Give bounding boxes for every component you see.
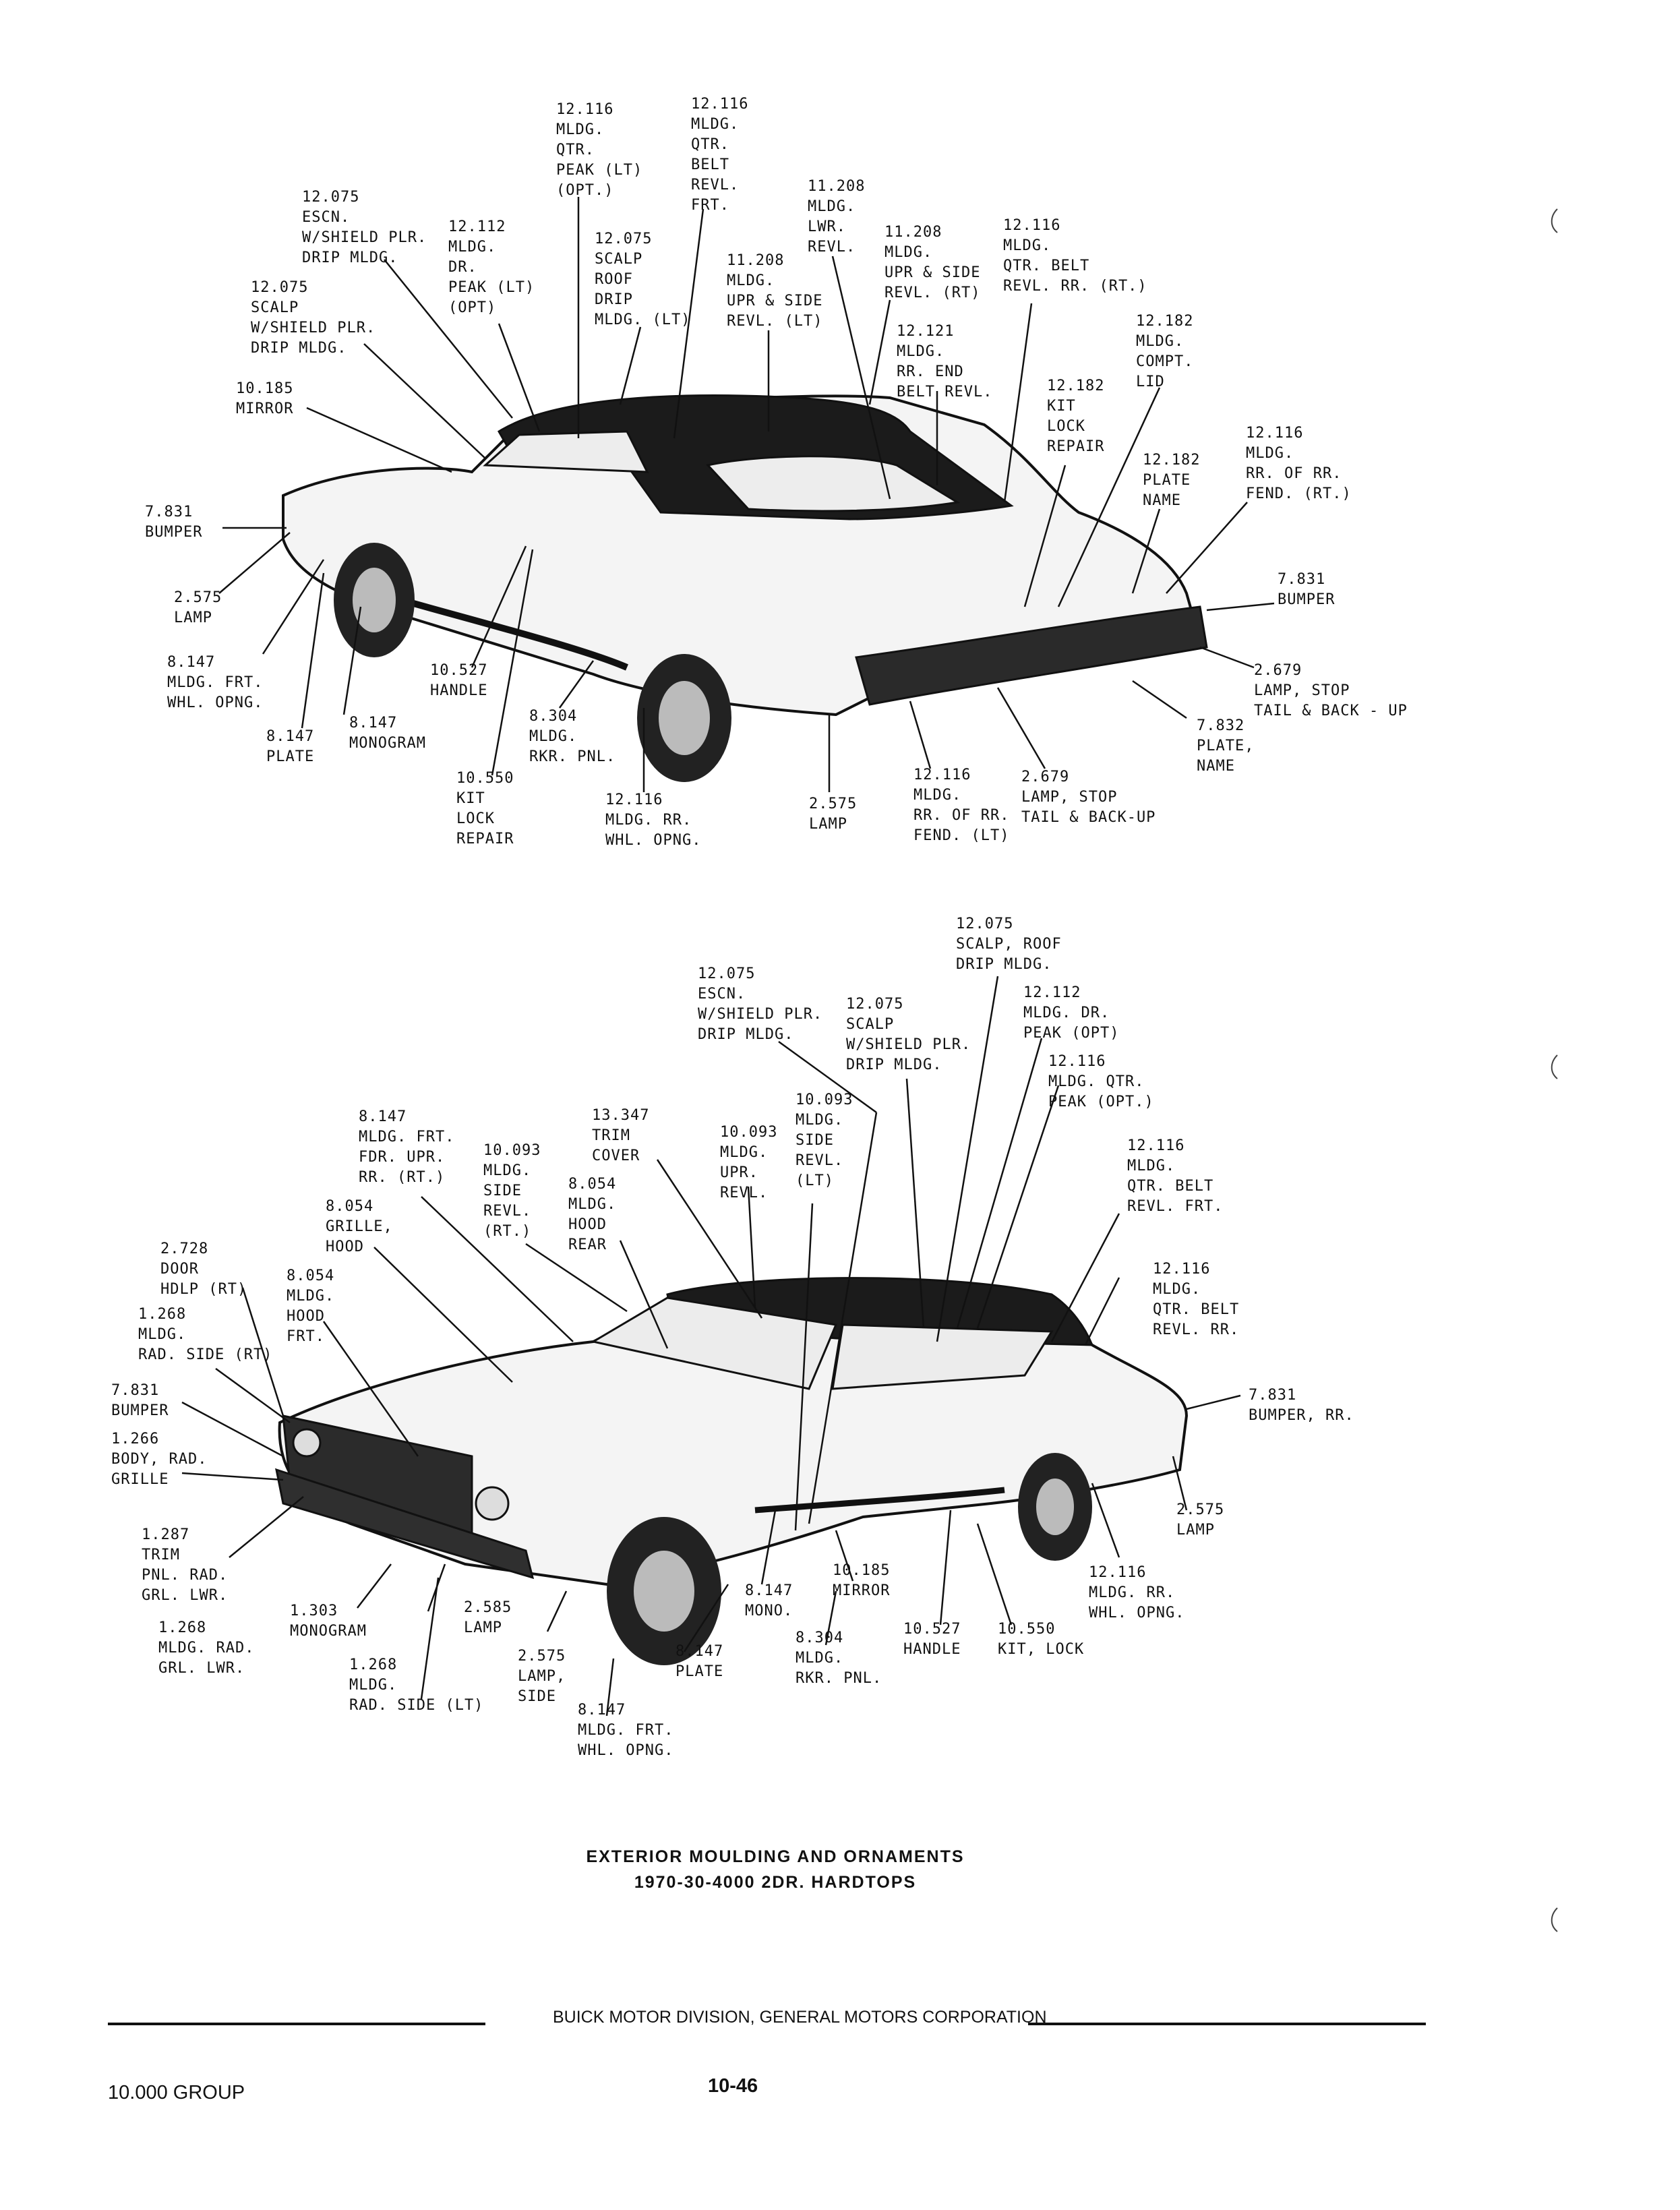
- callout-label: 8.054 GRILLE, HOOD: [326, 1198, 393, 1255]
- callout-label: 8.054 MLDG. HOOD REAR: [568, 1176, 617, 1253]
- callout-label: 10.550 KIT, LOCK: [998, 1621, 1085, 1658]
- callout-label: 11.208 MLDG. LWR. REVL.: [808, 178, 866, 256]
- callout-label: 12.075 SCALP ROOF DRIP MLDG. (LT): [595, 231, 691, 328]
- callout-label: 1.268 MLDG. RAD. SIDE (LT): [349, 1656, 484, 1714]
- callout-label: 7.832 PLATE, NAME: [1197, 717, 1255, 775]
- top-car-illustration: [282, 394, 1208, 782]
- callout-label: 12.112 MLDG. DR. PEAK (OPT): [1023, 984, 1120, 1042]
- callout-label: 12.116 MLDG. QTR. BELT REVL. FRT.: [691, 96, 749, 214]
- callout-label: 10.527 HANDLE: [903, 1621, 961, 1658]
- callout-label: 1.266 BODY, RAD. GRILLE: [111, 1431, 208, 1488]
- top-car-rocker: [376, 590, 628, 671]
- bottom-car-illustration: [275, 1277, 1189, 1665]
- bottom-car-windshield: [590, 1296, 838, 1390]
- callout-label: 2.575 LAMP, SIDE: [518, 1648, 566, 1705]
- callout-label: 12.182 KIT LOCK REPAIR: [1047, 378, 1105, 455]
- callout-label: 11.208 MLDG. UPR & SIDE REVL. (LT): [727, 252, 823, 330]
- callout-label: 7.831 BUMPER: [111, 1382, 169, 1419]
- callout-label: 12.116 MLDG. QTR. PEAK (LT) (OPT.): [556, 101, 643, 199]
- callout-label: 13.347 TRIM COVER: [592, 1107, 650, 1164]
- callout-label: 12.116 MLDG. QTR. BELT REVL. RR.: [1153, 1261, 1240, 1338]
- callout-label: 10.093 MLDG. SIDE REVL. (LT): [796, 1092, 853, 1189]
- callout-label: 10.185 MIRROR: [236, 380, 294, 417]
- callout-label: 10.527 HANDLE: [430, 662, 488, 699]
- footer-page-number: 10-46: [708, 2075, 758, 2097]
- callout-label: 1.268 MLDG. RAD. GRL. LWR.: [158, 1619, 255, 1677]
- callout-label: 11.208 MLDG. UPR & SIDE REVL. (RT): [884, 224, 981, 301]
- callout-label: 7.831 BUMPER: [145, 504, 203, 541]
- callout-label: 10.185 MIRROR: [833, 1562, 891, 1599]
- callout-label: 12.112 MLDG. DR. PEAK (LT) (OPT): [448, 218, 535, 316]
- figure-caption-line2: 1970-30-4000 2DR. HARDTOPS: [634, 1873, 917, 1892]
- callout-label: 8.147 PLATE: [676, 1643, 724, 1680]
- callout-label: 12.116 MLDG. QTR. BELT REVL. RR. (RT.): [1003, 217, 1147, 295]
- callout-label: 12.116 MLDG. QTR. PEAK (OPT.): [1048, 1053, 1154, 1110]
- callout-label: 8.304 MLDG. RKR. PNL.: [529, 708, 616, 765]
- callout-label: 12.116 MLDG. RR. OF RR. FEND. (LT): [913, 767, 1010, 844]
- footer-rule-left: [108, 2023, 485, 2025]
- callout-label: 8.147 MLDG. FRT. FDR. UPR. RR. (RT.): [359, 1108, 455, 1186]
- callout-label: 12.116 MLDG. RR. WHL. OPNG.: [605, 792, 702, 849]
- callout-label: 12.075 SCALP W/SHIELD PLR. DRIP MLDG.: [251, 279, 376, 357]
- callout-label: 2.679 LAMP, STOP TAIL & BACK-UP: [1021, 769, 1156, 826]
- callout-label: 12.116 MLDG. RR. WHL. OPNG.: [1089, 1564, 1185, 1621]
- callout-label: 2.575 LAMP: [1176, 1501, 1225, 1539]
- callout-label: 12.182 PLATE NAME: [1143, 452, 1201, 509]
- callout-label: 12.075 SCALP W/SHIELD PLR. DRIP MLDG.: [846, 996, 971, 1073]
- callout-label: 12.116 MLDG. RR. OF RR. FEND. (RT.): [1246, 425, 1352, 502]
- callout-label: 12.075 SCALP, ROOF DRIP MLDG.: [956, 916, 1062, 973]
- callout-label: 7.831 BUMPER: [1278, 571, 1336, 608]
- callout-label: 2.679 LAMP, STOP TAIL & BACK - UP: [1254, 662, 1408, 719]
- callout-label: 12.116 MLDG. QTR. BELT REVL. FRT.: [1127, 1137, 1224, 1215]
- callout-label: 12.121 MLDG. RR. END BELT REVL.: [897, 323, 993, 400]
- figure-caption-line1: EXTERIOR MOULDING AND ORNAMENTS: [586, 1847, 965, 1866]
- top-leader-lines: [218, 197, 1275, 792]
- callout-label: 2.585 LAMP: [464, 1599, 512, 1636]
- callout-label: 12.182 MLDG. COMPT. LID: [1136, 313, 1194, 390]
- callout-label: 12.075 ESCN. W/SHIELD PLR. DRIP MLDG.: [302, 189, 427, 266]
- footer-division: BUICK MOTOR DIVISION, GENERAL MOTORS COR…: [553, 2008, 1047, 2027]
- callout-label: 8.054 MLDG. HOOD FRT.: [287, 1267, 335, 1345]
- callout-label: 1.303 MONOGRAM: [290, 1603, 367, 1640]
- callout-label: 10.550 KIT LOCK REPAIR: [456, 770, 514, 847]
- callout-label: 8.147 MLDG. FRT. WHL. OPNG.: [167, 654, 264, 711]
- bottom-car-front-bumper: [275, 1468, 535, 1580]
- top-car-rear-window: [706, 455, 961, 512]
- bottom-car-side-window: [831, 1323, 1054, 1390]
- callout-label: 10.093 MLDG. SIDE REVL. (RT.): [483, 1142, 541, 1240]
- callout-label: 10.093 MLDG. UPR. REVL.: [720, 1124, 778, 1201]
- callout-label: 8.147 MONO.: [745, 1582, 793, 1619]
- callout-label: 8.147 PLATE: [266, 728, 315, 765]
- callout-label: 2.575 LAMP: [809, 796, 858, 833]
- top-car-rear-bumper: [855, 605, 1208, 706]
- callout-label: 12.075 ESCN. W/SHIELD PLR. DRIP MLDG.: [698, 965, 823, 1043]
- callout-label: 2.728 DOOR HDLP (RT): [160, 1241, 247, 1298]
- top-car-side-window: [483, 430, 649, 473]
- callout-label: 1.268 MLDG. RAD. SIDE (RT): [138, 1306, 273, 1363]
- footer-group: 10.000 GROUP: [108, 2082, 245, 2103]
- callout-label: 8.147 MONOGRAM: [349, 715, 426, 752]
- callout-label: 2.575 LAMP: [174, 589, 222, 626]
- bottom-leader-lines: [181, 976, 1241, 1716]
- callout-label: 1.287 TRIM PNL. RAD. GRL. LWR.: [142, 1526, 229, 1604]
- callout-label: 8.147 MLDG. FRT. WHL. OPNG.: [578, 1702, 674, 1759]
- callout-label: 8.304 MLDG. RKR. PNL.: [796, 1630, 882, 1687]
- footer-rule-right: [1028, 2023, 1426, 2025]
- callout-label: 7.831 BUMPER, RR.: [1249, 1387, 1354, 1424]
